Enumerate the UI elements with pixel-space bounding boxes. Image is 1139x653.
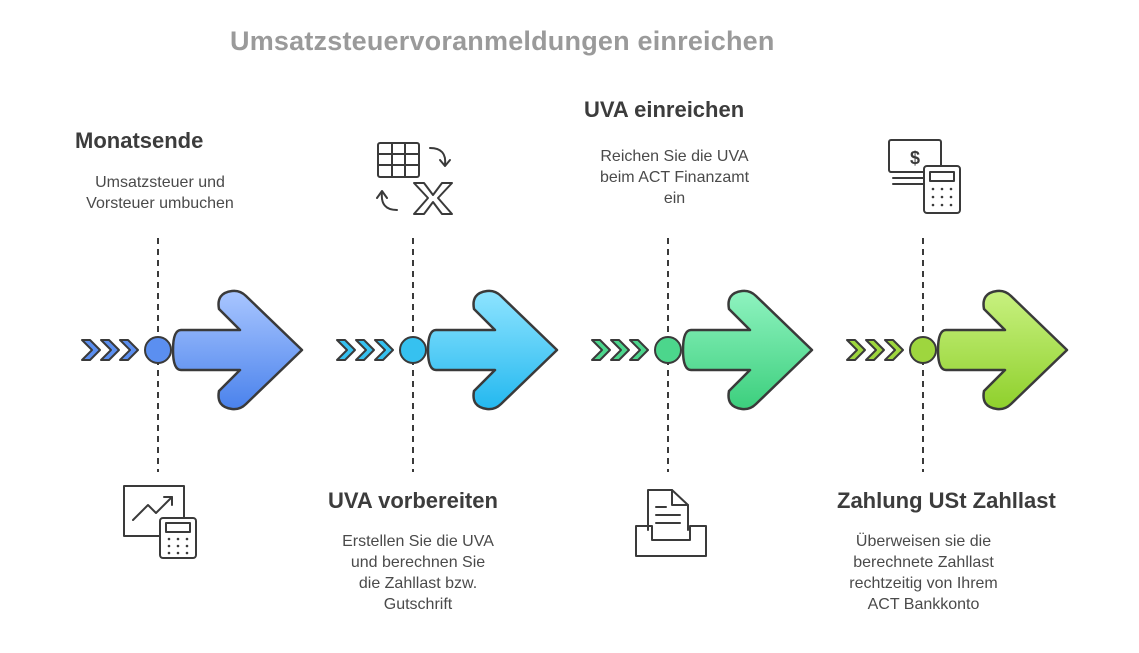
step-4	[846, 238, 1069, 472]
step-2-arrow	[426, 289, 559, 411]
step-4-title: Zahlung USt Zahllast	[837, 488, 1056, 513]
step-4-node	[909, 336, 937, 364]
step-2-description: Erstellen Sie die UVA und berechnen Sie …	[342, 533, 494, 613]
money-calculator-icon: $	[888, 139, 961, 214]
step-1-node	[144, 336, 172, 364]
step-3-arrow	[681, 289, 814, 411]
step-2-node	[399, 336, 427, 364]
step-3-title: UVA einreichen	[584, 97, 745, 122]
step-3-node	[654, 336, 682, 364]
step-1-title: Monatsende	[75, 128, 204, 153]
step-1-chevrons	[81, 339, 139, 361]
step-4-arrow	[936, 289, 1069, 411]
svg-text:$: $	[910, 148, 920, 168]
step-4-description: Überweisen sie die berechnete Zahllast r…	[849, 533, 998, 613]
step-1-arrow	[171, 289, 304, 411]
document-tray-icon	[635, 489, 707, 557]
spreadsheet-exchange-icon	[376, 142, 453, 215]
step-3-chevrons	[591, 339, 649, 361]
step-1	[81, 238, 304, 472]
chart-calculator-icon	[123, 485, 197, 559]
step-2-title: UVA vorbereiten	[328, 488, 498, 513]
page-title: Umsatzsteuervoranmeldungen einreichen	[230, 26, 775, 56]
step-2	[336, 238, 559, 472]
step-4-chevrons	[846, 339, 904, 361]
step-1-description: Umsatzsteuer und Vorsteuer umbuchen	[86, 174, 234, 212]
step-3	[591, 238, 814, 472]
step-2-chevrons	[336, 339, 394, 361]
step-3-description: Reichen Sie die UVA beim ACT Finanzamt e…	[599, 148, 750, 207]
